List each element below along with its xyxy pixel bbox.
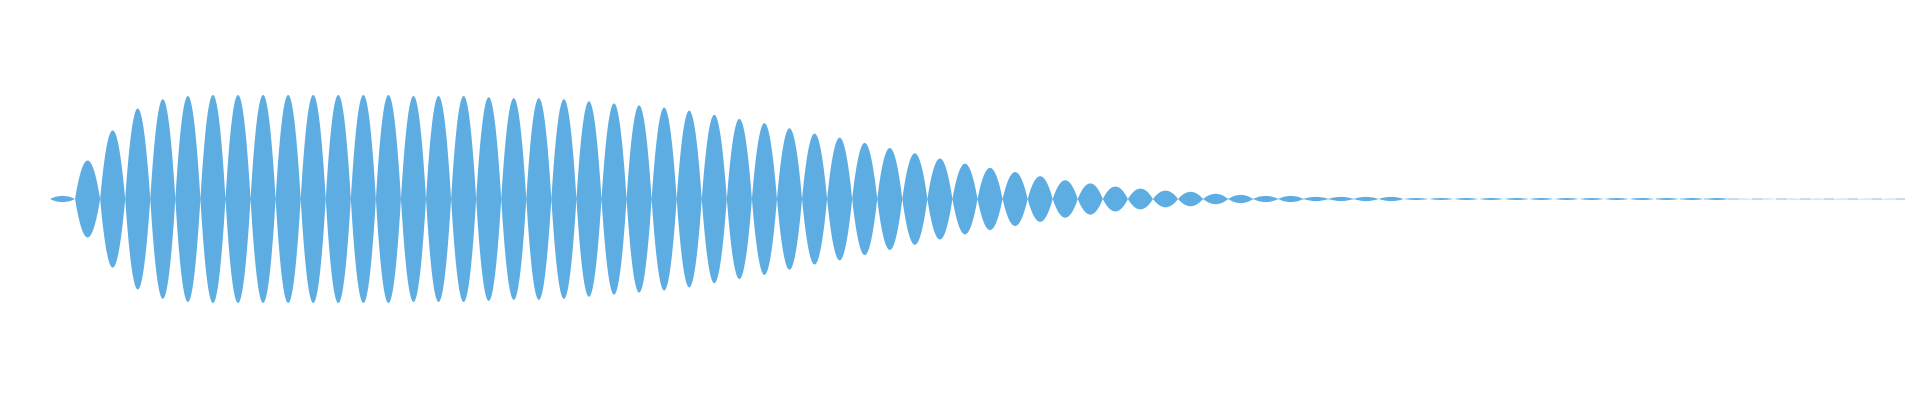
waveform-lobe (977, 167, 1003, 231)
waveform-lobe (175, 96, 201, 302)
waveform-lobe (1027, 176, 1053, 222)
waveform-lobe (902, 153, 928, 245)
waveform-lobe (952, 163, 978, 235)
waveform-lobe (1253, 195, 1279, 203)
waveform-lobe (1178, 191, 1204, 207)
waveform-lobe (776, 128, 803, 270)
waveform-lobe (1203, 193, 1229, 205)
waveform-lobe (501, 98, 527, 300)
waveform-lobe (1152, 190, 1179, 208)
waveform-lobe (250, 95, 276, 303)
waveform-lobe (400, 96, 427, 302)
waveform-lobe (75, 160, 101, 238)
waveform-lobe (1228, 194, 1254, 204)
waveform-lobe (325, 95, 351, 303)
waveform-lobe (1102, 186, 1128, 212)
waveform-lobe (375, 95, 401, 303)
waveform-lobe (601, 103, 627, 295)
waveform-lobe (751, 123, 777, 275)
waveform-lobe (877, 148, 903, 250)
waveform-lobe (200, 95, 226, 303)
waveform-lobe (576, 101, 602, 297)
waveform-lobe (275, 95, 301, 303)
waveform-lobe (927, 158, 953, 240)
waveform-lobe (476, 97, 502, 301)
waveform-lobe (125, 108, 151, 290)
waveform-lobe (626, 105, 652, 293)
waveform-lobe (451, 96, 477, 302)
waveform-lobe (1679, 197, 1705, 201)
waveform-lobe (551, 99, 577, 299)
waveform-lobe (1328, 196, 1354, 202)
waveform-lobe (1278, 195, 1304, 203)
waveform-lobe (100, 130, 126, 268)
waveform-lobe (1127, 188, 1153, 210)
waveform-lobe (676, 110, 702, 288)
waveform-lobe (852, 142, 878, 256)
waveform-lobe (150, 99, 176, 299)
waveform-lobe (526, 98, 552, 300)
waveform-lobe (300, 95, 326, 303)
waveform-lobe (827, 137, 853, 261)
waveform-lobe (50, 195, 76, 203)
waveform-lobe (651, 107, 677, 291)
waveform-lobe (1002, 171, 1028, 227)
waveform-lobe (1303, 196, 1329, 202)
waveform-lobe (1704, 197, 1730, 201)
waveform-lobe (802, 133, 828, 265)
waveform-lobe (701, 114, 727, 284)
waveform-lobe (426, 96, 452, 302)
waveform-lobe (1077, 183, 1103, 215)
waveform-marks (50, 95, 1905, 303)
waveform-lobe (350, 95, 376, 303)
waveform-lobe (1804, 198, 1830, 200)
waveform-lobe (225, 95, 251, 303)
waveform-lobe (1654, 197, 1680, 201)
waveform-lobe (1052, 180, 1078, 218)
waveform-lobe (726, 118, 752, 280)
waveform-lobe (1353, 196, 1379, 202)
waveform-lobe (1378, 196, 1404, 202)
